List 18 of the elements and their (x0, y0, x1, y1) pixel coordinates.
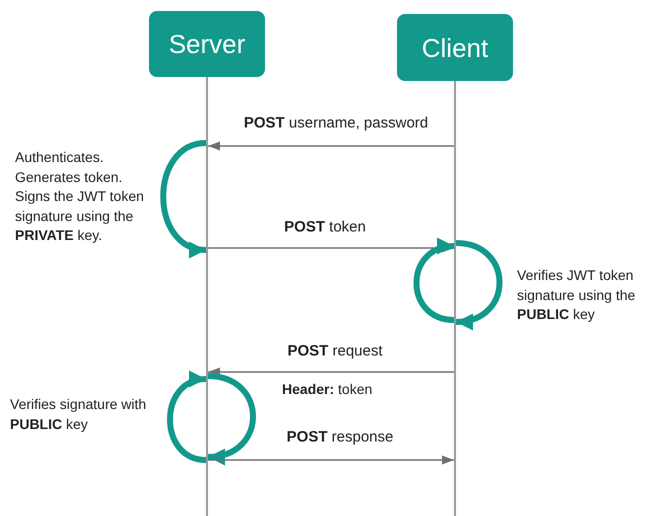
annotation-text: Verifies signature with PUBLIC key (10, 395, 148, 434)
curved-arrow (208, 373, 256, 464)
annotation-text: Authenticates. Generates token. Signs the JWT token signature using the PRIVATE key. (15, 148, 145, 245)
curved-arrow (414, 240, 454, 323)
message-arrow (208, 368, 454, 376)
participant-label: Client (422, 34, 488, 60)
participant-box (149, 11, 265, 77)
annotation-text: Verifies JWT token signature using the PUBLIC key (517, 266, 636, 324)
message-arrow (208, 142, 454, 150)
lifeline (454, 81, 456, 516)
participant-box (397, 14, 513, 81)
message-arrow (208, 456, 454, 464)
curved-arrow (456, 240, 502, 328)
curved-arrow (160, 140, 206, 256)
annotation-text: Header: token (282, 380, 372, 399)
lifeline (206, 77, 208, 516)
participant-label: Server (168, 31, 246, 57)
curved-arrow (167, 373, 206, 463)
